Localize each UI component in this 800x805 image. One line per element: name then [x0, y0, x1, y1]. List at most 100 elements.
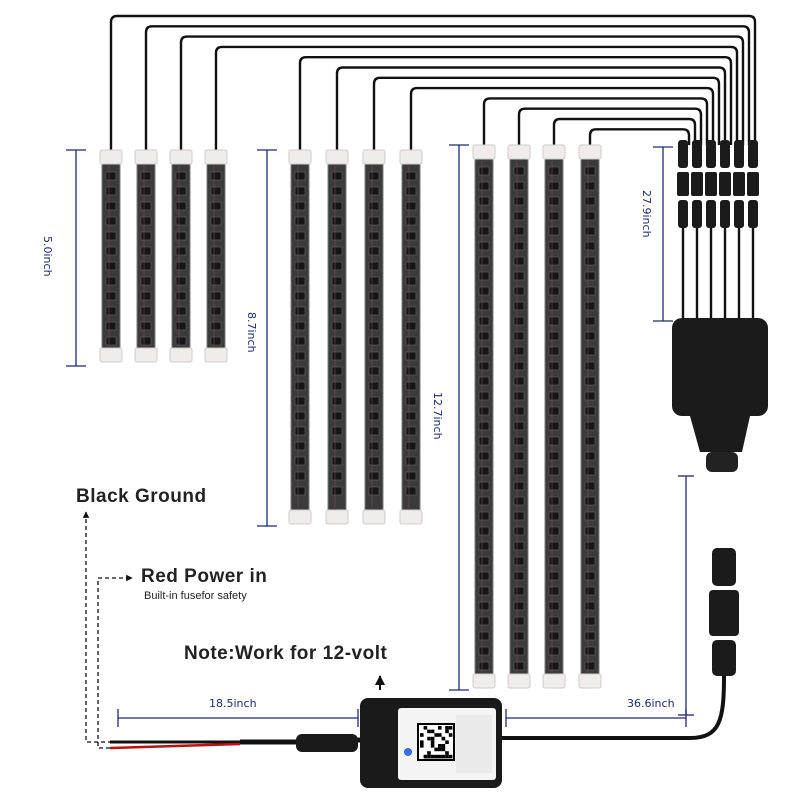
- led-chip: [513, 256, 525, 266]
- led-chip: [584, 331, 596, 341]
- led-chip: [513, 571, 525, 581]
- dim-controller-right: [505, 709, 687, 727]
- strip-wire: [588, 128, 691, 145]
- led-chip: [478, 466, 490, 476]
- led-chip: [368, 351, 380, 361]
- led-chip: [105, 231, 117, 241]
- strip-body: [580, 158, 600, 675]
- led-chip: [294, 171, 306, 181]
- splitter-lead-length: 27.9inch: [640, 190, 653, 238]
- led-chip: [368, 381, 380, 391]
- strip-wire: [298, 56, 733, 150]
- led-chip: [478, 511, 490, 521]
- qr-module: [430, 754, 435, 759]
- led-chip: [584, 226, 596, 236]
- led-chip: [478, 616, 490, 626]
- led-chip: [548, 571, 560, 581]
- led-chip: [548, 541, 560, 551]
- led-chip: [140, 261, 152, 271]
- led-strip: [472, 144, 496, 689]
- led-strip: [204, 149, 228, 363]
- led-chip: [548, 421, 560, 431]
- led-strip: [578, 144, 602, 689]
- qr-module: [427, 754, 431, 759]
- led-chip: [175, 231, 187, 241]
- led-chip: [478, 406, 490, 416]
- strip-wire: [144, 25, 751, 150]
- strip-body: [509, 158, 529, 675]
- led-chip: [548, 481, 560, 491]
- led-chip: [584, 346, 596, 356]
- qr-module: [438, 744, 442, 748]
- led-chip: [368, 396, 380, 406]
- controller-to-splitter-length: 36.6inch: [627, 697, 675, 710]
- qr-module: [441, 747, 446, 752]
- led-chip: [513, 286, 525, 296]
- led-chip: [513, 181, 525, 191]
- led-chip: [368, 471, 380, 481]
- led-chip: [513, 466, 525, 476]
- led-chip: [513, 451, 525, 461]
- led-chip: [548, 526, 560, 536]
- led-chip: [584, 436, 596, 446]
- led-chip: [548, 451, 560, 461]
- led-chip: [548, 436, 560, 446]
- led-chip: [140, 186, 152, 196]
- led-chip: [368, 291, 380, 301]
- led-chip: [331, 486, 343, 496]
- led-chip: [331, 201, 343, 211]
- led-chip: [513, 556, 525, 566]
- led-chip: [294, 261, 306, 271]
- plug-top: [720, 140, 730, 168]
- led-strip: [362, 149, 386, 525]
- strip-cap-top: [578, 144, 602, 160]
- led-chip: [405, 396, 417, 406]
- led-chip: [368, 486, 380, 496]
- led-chip: [175, 246, 187, 256]
- led-chip: [405, 426, 417, 436]
- qr-module: [420, 740, 424, 744]
- plug-mid: [691, 172, 703, 196]
- plug-bottom: [734, 200, 744, 228]
- qr-module: [434, 747, 438, 752]
- plug-bottom: [748, 200, 758, 228]
- qr-module: [427, 751, 431, 755]
- led-chip: [548, 316, 560, 326]
- led-chip: [478, 316, 490, 326]
- led-chip: [584, 526, 596, 536]
- led-chip: [584, 616, 596, 626]
- led-chip: [548, 586, 560, 596]
- fuse-note: Built-in fusefor safety: [144, 590, 247, 602]
- led-chip: [548, 181, 560, 191]
- led-chip: [548, 556, 560, 566]
- led-chip: [105, 306, 117, 316]
- qr-module: [441, 744, 446, 748]
- strip-body: [544, 158, 564, 675]
- qr-module: [420, 744, 424, 748]
- led-chip: [175, 306, 187, 316]
- led-chip: [478, 301, 490, 311]
- strip-cap-top: [204, 149, 228, 165]
- led-chip: [405, 471, 417, 481]
- led-chip: [405, 186, 417, 196]
- controller-to-power-length: 18.5inch: [209, 697, 257, 710]
- led-chip: [210, 306, 222, 316]
- led-chip: [548, 331, 560, 341]
- led-chip: [478, 376, 490, 386]
- led-chip: [584, 301, 596, 311]
- plug-mid: [677, 172, 689, 196]
- led-chip: [405, 261, 417, 271]
- qr-module: [420, 733, 424, 737]
- led-chip: [548, 661, 560, 671]
- led-chip: [548, 271, 560, 281]
- splitter-hub: [672, 140, 768, 472]
- led-chip: [548, 406, 560, 416]
- strip-cap-top: [134, 149, 158, 165]
- led-chip: [368, 261, 380, 271]
- led-chip: [548, 466, 560, 476]
- strip-cap-bottom: [399, 509, 423, 525]
- led-chip: [331, 456, 343, 466]
- led-chip: [140, 291, 152, 301]
- led-chip: [294, 426, 306, 436]
